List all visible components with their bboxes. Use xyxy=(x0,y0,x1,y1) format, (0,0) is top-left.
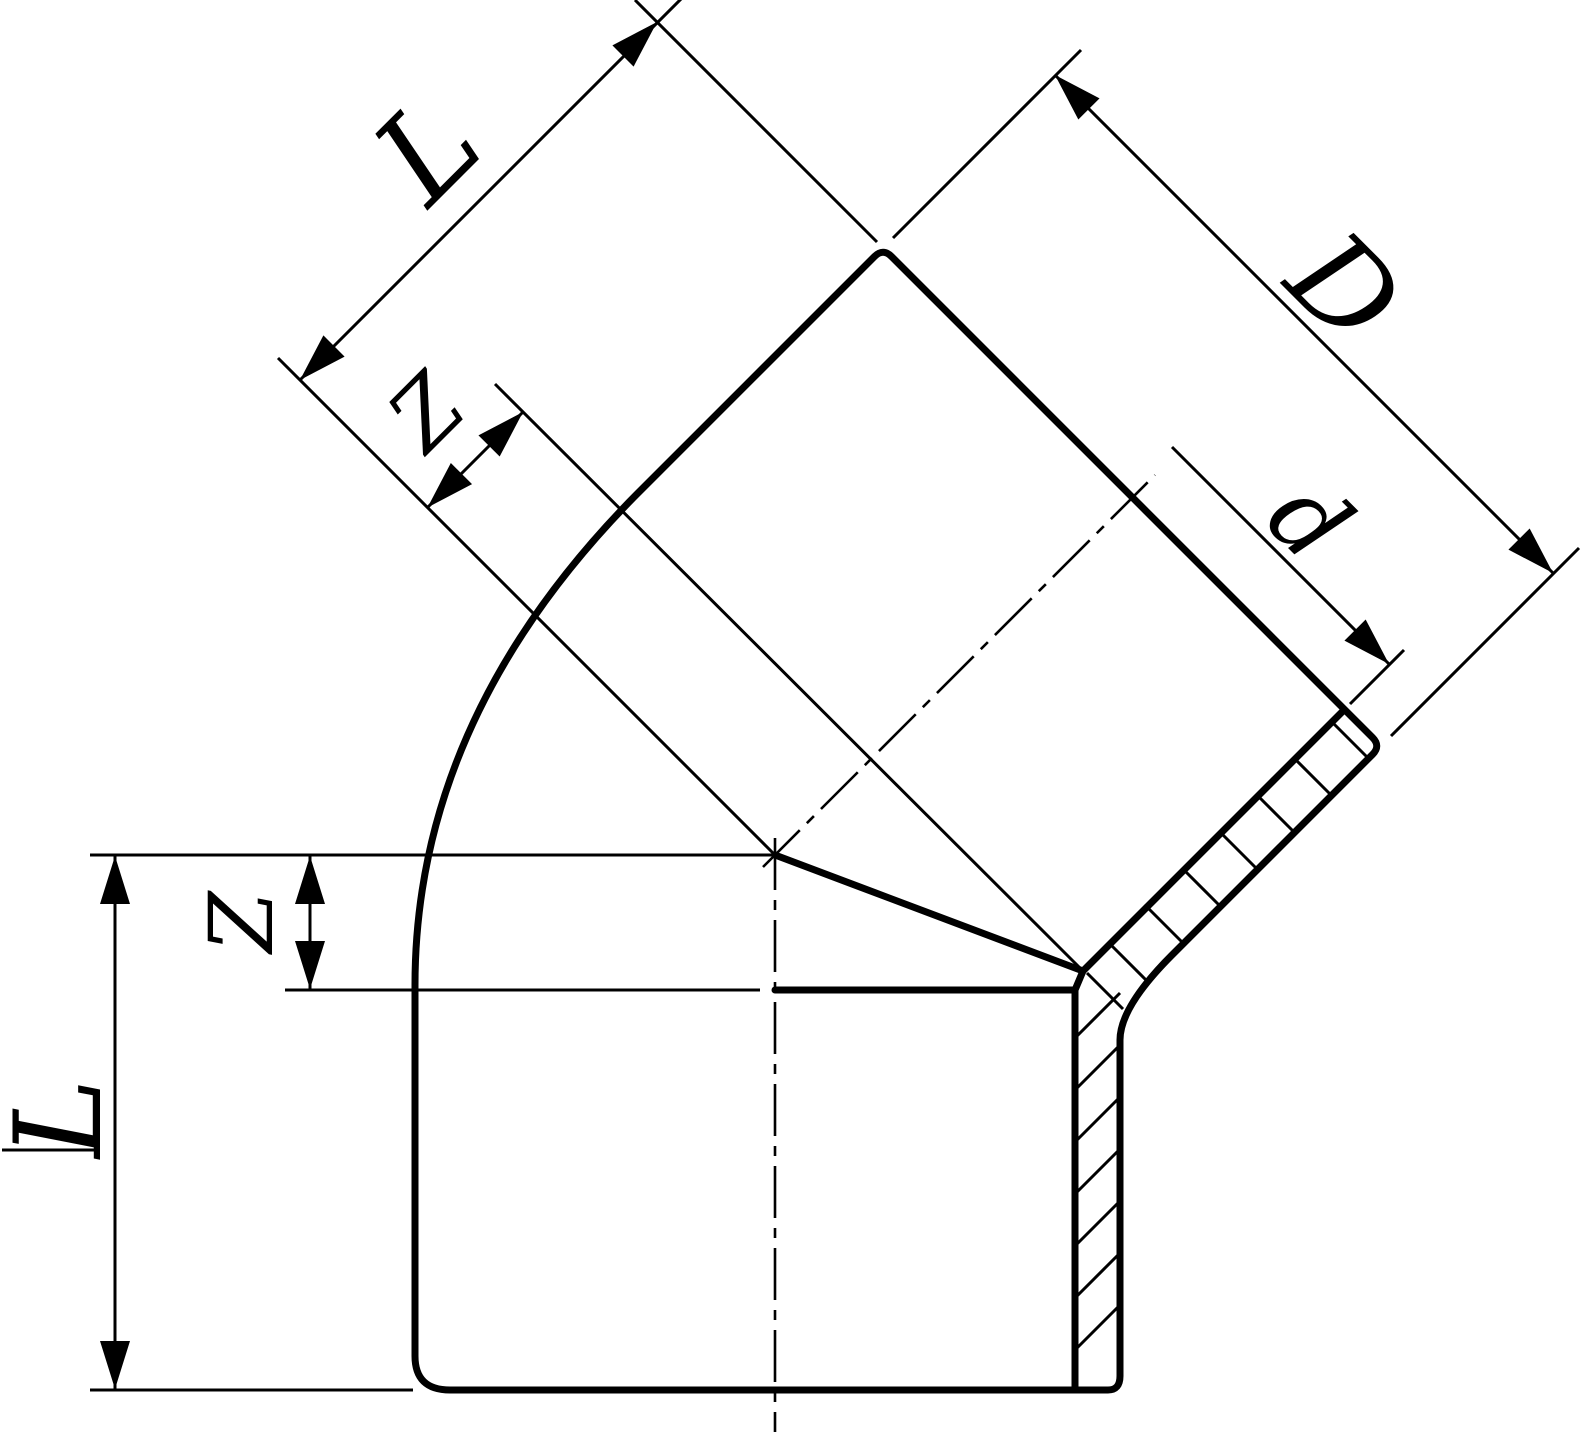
extension-d-bore xyxy=(1348,648,1406,706)
hatch-line xyxy=(1108,942,1148,982)
extension-D-lower xyxy=(1389,546,1581,738)
dimension-line-d xyxy=(1170,445,1391,666)
dimension-line-Z-top xyxy=(426,410,525,509)
hatch-line xyxy=(1182,868,1222,908)
section-hatching xyxy=(1073,720,1370,1352)
dimension-Z-top: Z xyxy=(366,353,525,509)
hatch-line xyxy=(1145,905,1185,945)
hatch-line xyxy=(1293,757,1333,797)
dimension-L-left: L xyxy=(0,856,130,1389)
extension-angled-face xyxy=(633,0,879,244)
bore-transition-cone xyxy=(771,851,1087,975)
hatch-line xyxy=(1073,1199,1122,1248)
dimension-label-L-top: L xyxy=(346,69,509,232)
arrowhead-L-top-outer xyxy=(612,22,657,67)
hatch-line xyxy=(1073,1303,1122,1352)
hatch-line xyxy=(1073,1147,1122,1196)
dimension-label-Z-top: Z xyxy=(366,353,486,473)
fitting-outline xyxy=(411,248,1381,1394)
hatch-line xyxy=(1256,794,1296,834)
dimension-d: d xyxy=(1170,445,1391,666)
hatch-line xyxy=(1085,971,1125,1011)
dimension-label-D: D xyxy=(1259,205,1427,373)
dimension-Z-left: Z xyxy=(190,856,325,989)
dimension-label-d: d xyxy=(1245,457,1373,585)
hatch-line xyxy=(1073,1251,1122,1300)
arrowhead-L-top-inner xyxy=(300,335,345,380)
outer-profile xyxy=(411,248,1381,1394)
centerline-angled-socket xyxy=(762,474,1156,868)
extension-socket-end-diagonal xyxy=(493,382,1085,973)
hatch-line xyxy=(1073,1043,1122,1092)
hatch-line xyxy=(1330,720,1370,760)
dimension-line-D xyxy=(1053,73,1555,575)
extension-vertex-diagonal xyxy=(276,356,777,857)
dimension-label-L-left: L xyxy=(0,1078,129,1160)
dimension-L-top: L xyxy=(298,0,683,382)
hatch-line xyxy=(1219,831,1259,871)
hatch-line xyxy=(1073,1095,1122,1144)
dimension-label-Z-left: Z xyxy=(190,890,293,956)
inner-bore-wall xyxy=(1071,706,1348,1394)
extension-lines xyxy=(2,0,1581,1392)
extension-D-upper xyxy=(891,48,1083,240)
